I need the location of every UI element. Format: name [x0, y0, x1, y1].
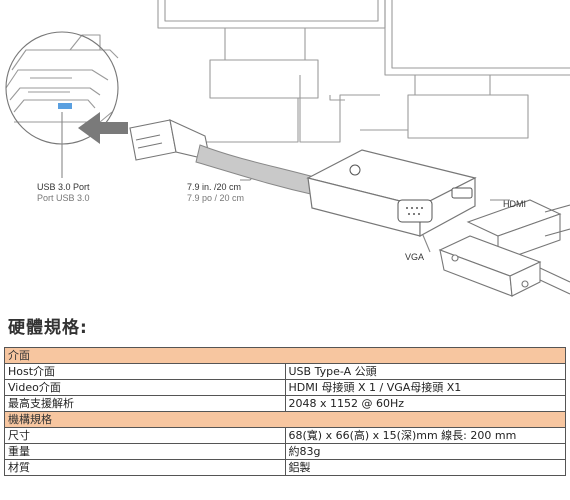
hdmi-plug-icon [466, 199, 570, 263]
spec-key: Video介面 [4, 379, 286, 396]
section-header-label: 機構規格 [4, 411, 566, 428]
cable-length-label-fr: 7.9 po / 20 cm [187, 193, 245, 203]
vga-label: VGA [405, 252, 425, 262]
usb-port-label-fr: Port USB 3.0 [37, 193, 90, 203]
spec-key: Host介面 [4, 363, 286, 380]
arrow-icon [78, 112, 128, 144]
spec-value: HDMI 母接頭 X 1 / VGA母接頭 X1 [284, 379, 566, 396]
connection-diagram [5, 0, 570, 297]
table-row: 材質 鋁製 [4, 459, 566, 476]
monitor-right-icon [299, 0, 570, 143]
cable-length-label-block: 7.9 in. /20 cm 7.9 po / 20 cm [187, 182, 244, 204]
spec-value: USB Type-A 公頭 [284, 363, 566, 380]
laptop-icon [5, 34, 119, 123]
spec-value: 2048 x 1152 @ 60Hz [284, 395, 566, 412]
vga-plug-icon [438, 235, 570, 297]
usb-port-highlight [58, 103, 72, 109]
table-row: 最高支援解析 2048 x 1152 @ 60Hz [4, 395, 566, 412]
table-section-header: 機構規格 [4, 411, 566, 428]
table-section-header: 介面 [4, 347, 566, 364]
product-illustration: USB 3.0 Port Port USB 3.0 7.9 in. /20 cm… [5, 0, 570, 297]
section-header-label: 介面 [4, 347, 566, 364]
spec-key: 重量 [4, 443, 286, 460]
cable-length-label: 7.9 in. /20 cm [187, 182, 242, 192]
j5-logo-icon [349, 164, 361, 176]
spec-key: 最高支援解析 [4, 395, 286, 412]
spec-value: 鋁製 [284, 459, 566, 476]
spec-value: 68(寬) x 66(高) x 15(深)mm 線長: 200 mm [284, 427, 566, 444]
adapter-icon [306, 149, 477, 238]
spec-title: 硬體規格: [8, 318, 88, 338]
spec-table: 介面 Host介面 USB Type-A 公頭 Video介面 HDMI 母接頭… [4, 347, 566, 476]
usb-port-label: USB 3.0 Port [37, 182, 90, 192]
table-row: 尺寸 68(寬) x 66(高) x 15(深)mm 線長: 200 mm [4, 427, 566, 444]
table-row: Host介面 USB Type-A 公頭 [4, 363, 566, 380]
table-row: Video介面 HDMI 母接頭 X 1 / VGA母接頭 X1 [4, 379, 566, 396]
spec-value: 約83g [284, 443, 566, 460]
hdmi-label: HDMI [503, 199, 526, 209]
table-row: 重量 約83g [4, 443, 566, 460]
usb-port-label-block: USB 3.0 Port Port USB 3.0 [37, 182, 90, 204]
spec-key: 材質 [4, 459, 286, 476]
spec-key: 尺寸 [4, 427, 286, 444]
monitor-left-icon [157, 0, 386, 143]
